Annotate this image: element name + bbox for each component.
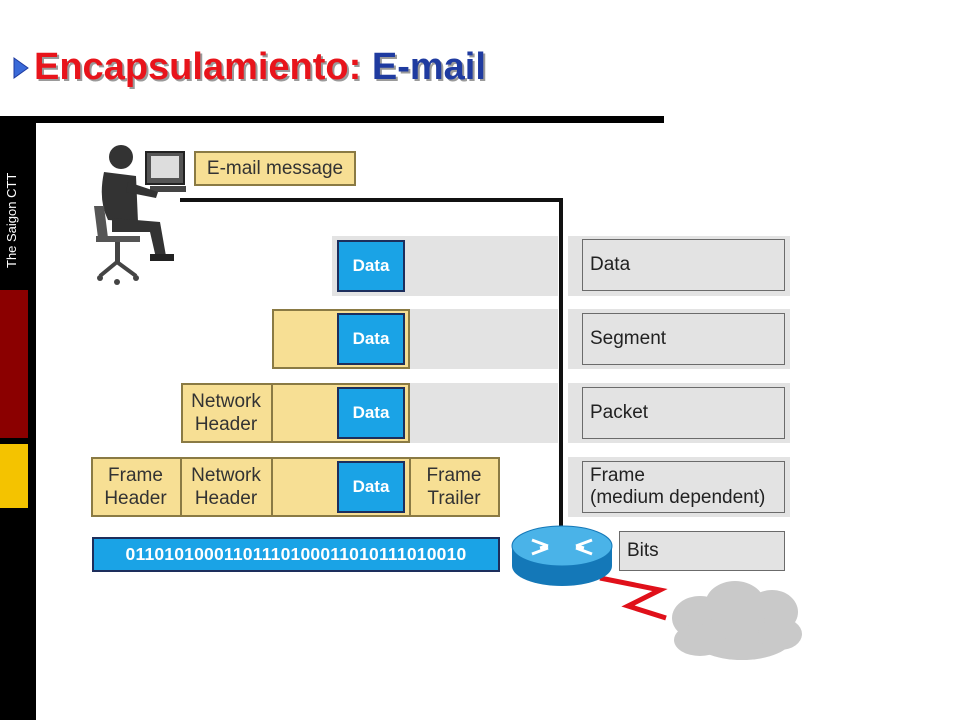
packet-separator [271, 383, 273, 443]
data-box-row2: Data [337, 313, 405, 365]
sidebar-inner-strip [30, 123, 36, 720]
sidebar-yellow-block [0, 444, 28, 508]
title-divider [0, 116, 664, 123]
frame-separator-2 [271, 457, 273, 517]
row-bg-segment [410, 309, 558, 369]
row-bg-packet [410, 383, 558, 443]
frame-header-label: Frame Header [104, 465, 167, 509]
cloud-icon [672, 581, 802, 660]
layer-label-segment: Segment [582, 313, 785, 365]
frame-box [91, 457, 500, 517]
frame-separator-1 [180, 457, 182, 517]
network-header-row4: Network Header [191, 465, 261, 509]
sidebar-red-block [0, 290, 28, 438]
wan-link-line [599, 575, 668, 621]
frame-separator-3 [409, 457, 411, 517]
router-icon [511, 525, 613, 586]
user-at-computer-icon [94, 145, 186, 285]
email-message-box: E-mail message [194, 151, 356, 186]
title-arrow-icon [13, 57, 29, 79]
data-box-row3: Data [337, 387, 405, 439]
layer-label-frame: Frame (medium dependent) [582, 461, 785, 513]
title-part-1: Encapsulamiento: [34, 46, 372, 88]
data-box-row4: Data [337, 461, 405, 513]
title-part-2: E-mail [371, 46, 486, 88]
bits-stream-box: 01101010001101110100011010111010010 [92, 537, 500, 572]
layer-label-data: Data [582, 239, 785, 291]
layer-label-packet: Packet [582, 387, 785, 439]
frame-trailer-label: Frame Trailer [426, 465, 482, 509]
data-box-row1: Data [337, 240, 405, 292]
network-header-row3: Network Header [191, 391, 261, 435]
page-title: Encapsulamiento: E-mail [34, 46, 486, 89]
connection-line [180, 198, 563, 535]
layer-label-bits: Bits [619, 531, 785, 571]
